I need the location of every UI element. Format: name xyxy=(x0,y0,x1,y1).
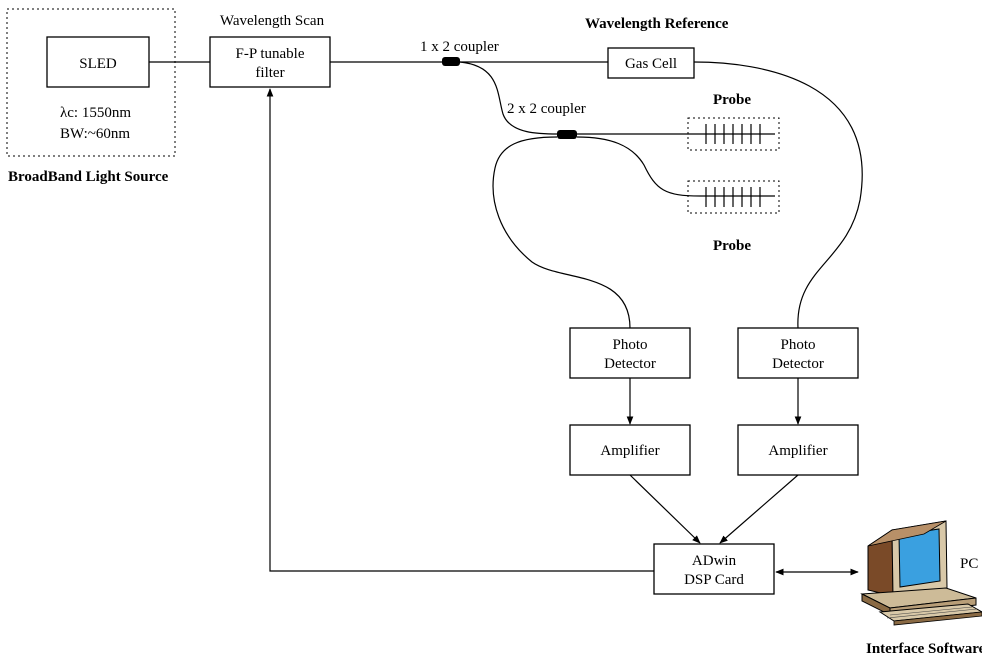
sled-label: SLED xyxy=(79,56,117,72)
probe-2-label: Probe xyxy=(713,238,751,254)
fp-filter-line1: F-P tunable xyxy=(235,46,304,62)
sled-box xyxy=(46,36,150,88)
probe-1-box xyxy=(687,117,780,151)
arrow-dsp-filter-feedback xyxy=(266,88,654,572)
dsp-card-line1: ADwin xyxy=(692,553,737,569)
wavelength-reference-caption: Wavelength Reference xyxy=(585,16,729,32)
photo-detector-2-box xyxy=(737,327,859,379)
probe-1-gratings xyxy=(705,124,761,144)
photo-detector-2-line1: Photo xyxy=(780,337,815,353)
interface-software-caption: Interface Software xyxy=(866,641,982,657)
fp-filter-box xyxy=(209,36,331,88)
fiber-gascell-detector xyxy=(693,61,863,329)
probe-1-label: Probe xyxy=(713,92,751,108)
fiber-coupler1-coupler2 xyxy=(459,61,559,135)
amplifier-2-box xyxy=(737,424,859,476)
arrow-amplifier1-dsp xyxy=(629,474,701,544)
fp-filter-line2: filter xyxy=(255,65,284,81)
arrow-amplifier2-dsp xyxy=(719,474,799,544)
amplifier-2-label: Amplifier xyxy=(768,443,827,459)
amplifier-1-box xyxy=(569,424,691,476)
fiber-coupler2-detector xyxy=(492,136,631,329)
probe-2-box xyxy=(687,180,780,214)
light-source-group xyxy=(6,8,176,157)
gas-cell-label: Gas Cell xyxy=(625,56,677,72)
photo-detector-2-line2: Detector xyxy=(772,356,824,372)
center-wavelength-text: λc: 1550nm xyxy=(60,105,131,121)
dsp-card-line2: DSP Card xyxy=(684,572,744,588)
pc-label: PC xyxy=(960,556,978,572)
fiber-probe-2 xyxy=(576,136,775,197)
photo-detector-1-line1: Photo xyxy=(612,337,647,353)
light-source-caption: BroadBand Light Source xyxy=(8,169,169,185)
probe-2-gratings xyxy=(705,187,761,207)
pc-computer-icon xyxy=(860,520,982,626)
coupler-2x2-body xyxy=(557,130,577,139)
bandwidth-text: BW:~60nm xyxy=(60,126,130,142)
coupler-1x2-body xyxy=(442,57,460,66)
coupler-1x2-label: 1 x 2 coupler xyxy=(420,39,499,55)
coupler-2x2-label: 2 x 2 coupler xyxy=(507,101,586,117)
photo-detector-1-line2: Detector xyxy=(604,356,656,372)
dsp-card-box xyxy=(653,543,775,595)
gas-cell-box xyxy=(607,47,695,79)
amplifier-1-label: Amplifier xyxy=(600,443,659,459)
wavelength-scan-caption: Wavelength Scan xyxy=(220,13,325,29)
